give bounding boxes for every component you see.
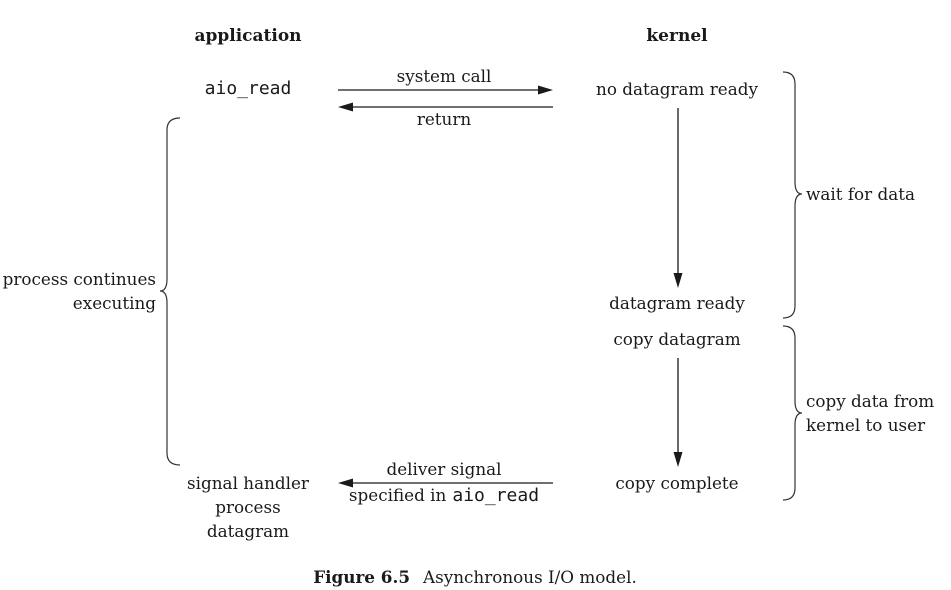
wait-for-data-label: wait for data [806,184,915,204]
deliver-signal-label: deliver signal [386,459,501,479]
copy-data-brace [782,325,803,501]
copy-data-label-line-2: kernel to user [806,415,926,435]
wait-for-data-brace [782,71,803,319]
wait-progress-arrow [673,108,683,288]
system-call-arrow [338,85,553,95]
specified-in-function: aio_read [452,485,539,506]
signal-handler-label-line-3: datagram [207,521,289,541]
figure-caption-label: Figure 6.5 [313,567,410,587]
no-datagram-ready-label: no datagram ready [596,79,758,99]
aio-read-call-label: aio_read [205,78,292,99]
deliver-signal-arrowhead [338,478,353,488]
copy-progress-arrow [673,358,683,467]
deliver-signal-arrow [338,478,553,488]
signal-handler-label-line-1: signal handler [187,473,310,493]
specified-in-text: specified in [349,485,447,505]
process-continues-brace [159,117,181,466]
system-call-label: system call [397,66,492,86]
return-label: return [417,109,472,129]
copy-data-label-line-1: copy data from [806,391,934,411]
datagram-ready-label: datagram ready [609,293,745,313]
return-arrow [338,102,553,112]
wait-progress-arrowhead [673,273,683,288]
copy-datagram-label: copy datagram [613,329,740,349]
process-continues-label-line-2: executing [73,293,156,313]
signal-handler-label-line-2: process [215,497,280,517]
copy-progress-arrowhead [673,452,683,467]
application-column-header: application [194,26,301,46]
copy-complete-label: copy complete [615,473,738,493]
figure-caption: Figure 6.5 Asynchronous I/O model. [313,567,637,587]
process-continues-label-line-1: process continues [3,269,156,289]
kernel-column-header: kernel [646,26,708,46]
system-call-arrowhead [538,85,553,95]
return-arrowhead [338,102,353,112]
figure-caption-text: Asynchronous I/O model. [422,567,637,587]
